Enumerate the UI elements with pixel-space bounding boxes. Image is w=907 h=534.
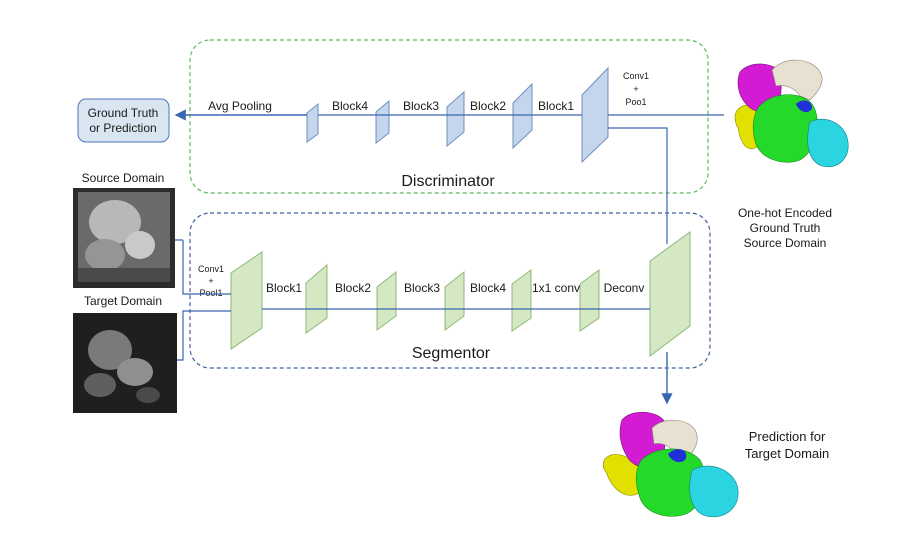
onehot-caption-1: One-hot Encoded bbox=[738, 206, 832, 220]
discriminator-title: Discriminator bbox=[401, 173, 495, 190]
seg-deconv-layer bbox=[649, 231, 691, 357]
avg-pooling-label: Avg Pooling bbox=[208, 99, 272, 113]
disc-to-seg-line bbox=[608, 127, 668, 244]
disc-block1-label: Block1 bbox=[538, 99, 574, 113]
disc-conv1-label-3: Poo1 bbox=[625, 97, 646, 107]
target-domain-image bbox=[73, 313, 177, 413]
seg-conv1-label-3: Pool1 bbox=[199, 288, 222, 298]
seg-block2-label: Block2 bbox=[335, 281, 371, 295]
seg-1x1conv-layer bbox=[579, 269, 600, 332]
disc-block2-label: Block2 bbox=[470, 99, 506, 113]
output-box-line-1: Ground Truth bbox=[88, 106, 159, 120]
seg-block1-layer bbox=[305, 263, 328, 334]
prediction-caption-1: Prediction for bbox=[749, 429, 826, 444]
seg-1x1conv-label: 1x1 conv bbox=[532, 281, 580, 295]
onehot-caption-3: Source Domain bbox=[744, 236, 827, 250]
disc-block3-label: Block3 bbox=[403, 99, 439, 113]
disc-conv1-label-1: Conv1 bbox=[623, 71, 649, 81]
disc-block1-layer bbox=[512, 82, 533, 150]
target-domain-label: Target Domain bbox=[84, 294, 162, 308]
prediction-heart-render bbox=[602, 411, 739, 518]
disc-block3-layer bbox=[375, 99, 390, 145]
source-domain-label: Source Domain bbox=[82, 171, 165, 185]
disc-conv1-label-2: + bbox=[633, 84, 638, 94]
disc-block2-layer bbox=[446, 90, 465, 148]
seg-block3-label: Block3 bbox=[404, 281, 440, 295]
disc-block4-layer bbox=[306, 102, 319, 143]
seg-block1-label: Block1 bbox=[266, 281, 302, 295]
onehot-caption-2: Ground Truth bbox=[750, 221, 821, 235]
source-line-b bbox=[182, 240, 231, 295]
seg-block3-layer bbox=[444, 270, 465, 331]
onehot-heart-render bbox=[734, 59, 849, 168]
prediction-caption-2: Target Domain bbox=[745, 446, 830, 461]
seg-conv1-label-1: Conv1 bbox=[198, 264, 224, 274]
discriminator-region bbox=[189, 39, 709, 194]
output-box bbox=[77, 98, 170, 143]
seg-deconv-label: Deconv bbox=[604, 281, 645, 295]
seg-block2-layer bbox=[376, 270, 397, 331]
seg-block4-layer bbox=[511, 269, 532, 332]
output-box-line-2: or Prediction bbox=[89, 121, 156, 135]
disc-block4-label: Block4 bbox=[332, 99, 368, 113]
seg-block4-label: Block4 bbox=[470, 281, 506, 295]
seg-conv1-label-2: + bbox=[208, 276, 213, 286]
segmentor-region bbox=[189, 212, 711, 369]
source-domain-image bbox=[73, 188, 175, 288]
disc-conv1-layer bbox=[581, 66, 609, 164]
seg-conv1-layer bbox=[230, 251, 263, 350]
segmentor-title: Segmentor bbox=[412, 345, 491, 362]
target-line bbox=[177, 310, 231, 361]
